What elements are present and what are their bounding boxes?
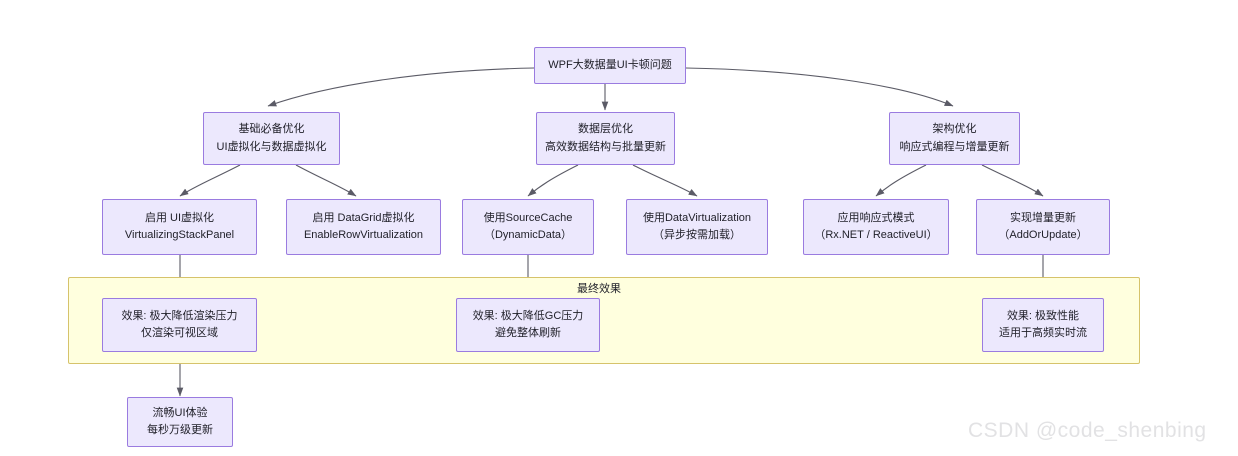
node-rx-line1: 应用响应式模式: [837, 211, 915, 224]
node-srccache-line1: 使用SourceCache: [483, 211, 573, 224]
node-effect-gc-line1: 效果: 极大降低GC压力: [472, 309, 584, 322]
node-srccache[interactable]: 使用SourceCache （DynamicData）: [462, 199, 594, 255]
node-effect-render-line1: 效果: 极大降低渲染压力: [121, 309, 238, 322]
node-datavirt-line2: （异步按需加载）: [653, 229, 741, 241]
node-base[interactable]: 基础必备优化 UI虚拟化与数据虚拟化: [203, 112, 340, 165]
edge-root-base: [267, 67, 535, 107]
node-dgvirt-line2: EnableRowVirtualization: [303, 229, 424, 241]
node-datavirt[interactable]: 使用DataVirtualization （异步按需加载）: [626, 199, 768, 255]
watermark: CSDN @code_shenbing: [968, 419, 1207, 442]
node-base-line2: UI虚拟化与数据虚拟化: [216, 140, 327, 153]
edge-base-uivirt: [179, 164, 241, 197]
node-incr-line2: （AddOrUpdate）: [998, 229, 1088, 241]
node-incr-line1: 实现增量更新: [1010, 211, 1076, 224]
node-outcome-line1: 流畅UI体验: [152, 406, 208, 419]
node-outcome-line2: 每秒万级更新: [147, 424, 213, 436]
edge-arch-rx: [875, 164, 927, 197]
node-uivirt-line2: VirtualizingStackPanel: [124, 229, 235, 241]
node-root[interactable]: WPF大数据量UI卡顿问题: [534, 47, 686, 84]
node-datavirt-line1: 使用DataVirtualization: [642, 211, 751, 224]
node-effect-perf-line2: 适用于高频实时流: [999, 327, 1087, 339]
edge-arch-incr: [981, 164, 1044, 197]
node-effect-gc-line2: 避免整体刷新: [495, 327, 561, 339]
node-dgvirt[interactable]: 启用 DataGrid虚拟化 EnableRowVirtualization: [286, 199, 441, 255]
node-effect-render-line2: 仅渲染可视区域: [141, 327, 218, 339]
edge-data-datavirt: [632, 164, 698, 197]
node-data-line1: 数据层优化: [578, 123, 633, 136]
node-base-line1: 基础必备优化: [238, 123, 305, 136]
edge-base-dgvirt: [295, 164, 357, 197]
node-dgvirt-line1: 启用 DataGrid虚拟化: [312, 211, 415, 224]
node-effect-gc[interactable]: 效果: 极大降低GC压力 避免整体刷新: [456, 298, 600, 352]
node-rx-line2: （Rx.NET / ReactiveUI）: [814, 229, 938, 241]
node-incr[interactable]: 实现增量更新 （AddOrUpdate）: [976, 199, 1110, 255]
node-uivirt[interactable]: 启用 UI虚拟化 VirtualizingStackPanel: [102, 199, 257, 255]
node-root-line1: WPF大数据量UI卡顿问题: [548, 58, 672, 71]
edge-root-arch: [685, 67, 954, 107]
node-effect-perf-line1: 效果: 极致性能: [1006, 309, 1080, 322]
node-arch[interactable]: 架构优化 响应式编程与增量更新: [889, 112, 1020, 165]
node-rx[interactable]: 应用响应式模式 （Rx.NET / ReactiveUI）: [803, 199, 949, 255]
edge-data-srccache: [527, 164, 579, 197]
node-data[interactable]: 数据层优化 高效数据结构与批量更新: [536, 112, 675, 165]
node-arch-line2: 响应式编程与增量更新: [899, 140, 1010, 153]
node-effect-render[interactable]: 效果: 极大降低渲染压力 仅渲染可视区域: [102, 298, 257, 352]
node-effect-perf[interactable]: 效果: 极致性能 适用于高频实时流: [982, 298, 1104, 352]
node-arch-line1: 架构优化: [932, 123, 977, 136]
subgraph-label: 最终效果: [577, 283, 621, 295]
node-outcome[interactable]: 流畅UI体验 每秒万级更新: [127, 397, 233, 447]
node-data-line2: 高效数据结构与批量更新: [545, 140, 666, 153]
node-srccache-line2: （DynamicData）: [483, 229, 573, 241]
node-uivirt-line1: 启用 UI虚拟化: [144, 211, 215, 224]
